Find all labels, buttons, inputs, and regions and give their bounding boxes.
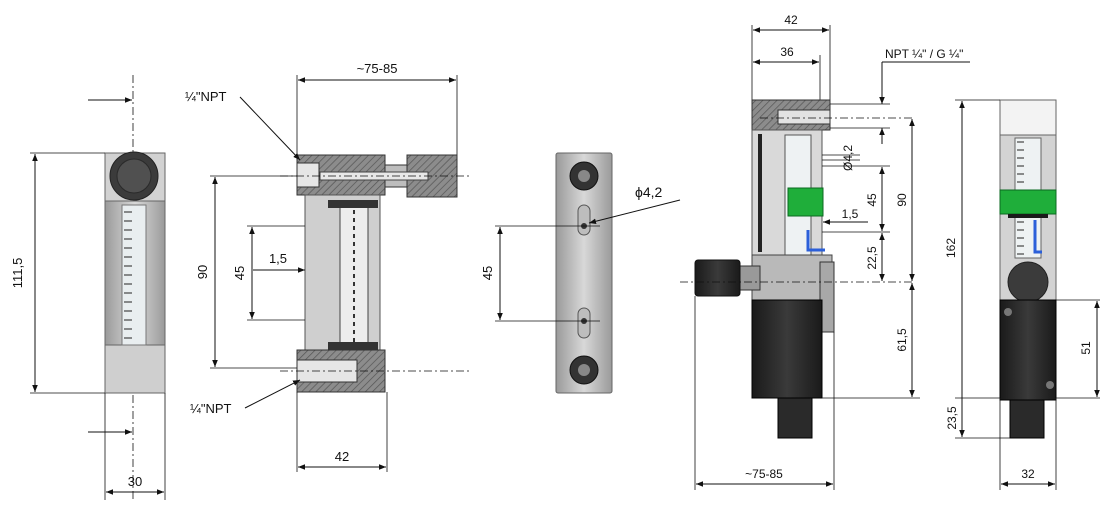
mount-slot-top [577, 204, 591, 236]
knob-face [116, 158, 152, 194]
view-rear: 45 ϕ4,2 [480, 152, 681, 394]
top-inner-label: 36 [780, 45, 794, 59]
screw [1046, 381, 1054, 389]
front2-knob [1007, 261, 1049, 303]
front2-top [999, 99, 1057, 136]
tube-label: 1,5 [269, 251, 287, 266]
width-label: 32 [1021, 467, 1035, 481]
height-label: 90 [895, 193, 909, 207]
bottom-width-label: ~75-85 [745, 467, 783, 481]
width-label: 30 [128, 474, 142, 489]
bottom-width-label: 42 [335, 449, 349, 464]
top-port-label: ¼"NPT [185, 89, 227, 104]
rear-plate [555, 152, 613, 394]
green-contact [999, 189, 1057, 215]
scale-marks [124, 211, 132, 339]
view-front: 111,5 30 [10, 75, 166, 500]
valve-stem [739, 265, 761, 291]
thread-label: NPT ¼" / G ¼" [885, 47, 963, 61]
view-section: ~75-85 ¼"NPT ¼"NPT 90 45 1,5 [185, 61, 470, 472]
contact-housing [751, 299, 823, 399]
hole-label: ϕ4,2 [635, 184, 663, 200]
side-thread-port [777, 109, 831, 125]
blue-wire [806, 230, 825, 252]
front2-gland [1009, 399, 1045, 439]
tube-label: 1,5 [842, 207, 859, 221]
height-label: 90 [195, 265, 210, 279]
contact-clip [1008, 214, 1048, 218]
bottom-block [104, 344, 166, 394]
leader-top-port [239, 96, 301, 161]
cable-gland [777, 397, 813, 439]
side-back-strip [758, 134, 762, 252]
lower-b-label: 61,5 [895, 328, 909, 352]
tube-seal-top [328, 200, 378, 208]
hole-diameter-label: Ø4,2 [841, 145, 855, 171]
top-port [296, 162, 320, 188]
gland-label: 23,5 [945, 406, 959, 430]
blue-wire [1033, 220, 1042, 254]
scale-label: 45 [232, 266, 247, 280]
side-knob [694, 259, 741, 297]
bottom-fitting-hole [578, 364, 590, 376]
lower-a-label: 22,5 [865, 246, 879, 270]
bottom-port-label: ¼"NPT [190, 401, 232, 416]
top-width-label: ~75-85 [357, 61, 398, 76]
view-front-contact: 162 23,5 51 32 [944, 99, 1100, 490]
leader-bottom-port [244, 379, 301, 409]
top-fitting-hole [578, 170, 590, 182]
housing-label: 51 [1079, 341, 1093, 355]
height-label: 111,5 [10, 258, 25, 289]
leader-hole [588, 199, 681, 224]
side-plate [819, 261, 835, 333]
tube-seal-bottom [328, 342, 378, 350]
height-label: 162 [944, 238, 958, 258]
top-outer-label: 42 [784, 13, 798, 27]
hole-spacing-label: 45 [480, 266, 495, 280]
screw [1004, 308, 1012, 316]
green-contact [787, 187, 824, 217]
scale-label: 45 [865, 193, 879, 207]
view-side: 42 36 NPT ¼" / G ¼" Ø4,2 [680, 13, 970, 490]
